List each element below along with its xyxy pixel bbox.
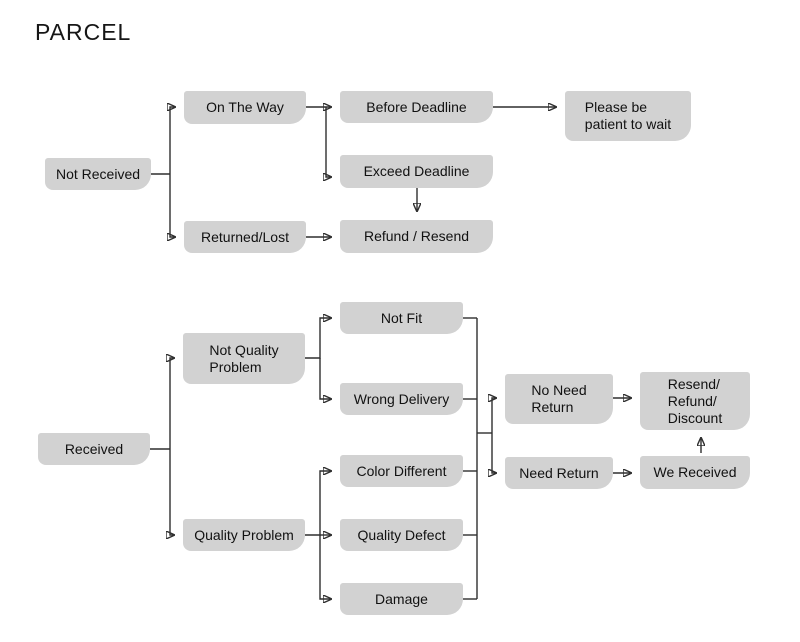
edge-rail-no-need-return <box>492 398 496 433</box>
edge-nqp-not-fit <box>305 318 331 359</box>
node-need-return-label: Need Return <box>519 464 599 481</box>
node-on-the-way-label: On The Way <box>206 99 284 115</box>
node-refund-resend-label: Refund / Resend <box>363 228 470 244</box>
node-damage-label: Damage <box>375 590 428 607</box>
edge-not-received-on-the-way <box>170 107 175 174</box>
node-received-label: Received <box>64 440 124 457</box>
node-color-different-label: Color Different <box>356 462 447 479</box>
edge-qp-color-different <box>305 471 331 536</box>
edge-qp-damage <box>319 535 331 599</box>
node-damage: Damage <box>340 583 463 615</box>
node-refund-resend: Refund / Resend <box>340 220 493 253</box>
node-on-the-way: On The Way <box>184 91 306 124</box>
node-not-fit: Not Fit <box>340 302 463 334</box>
node-please-wait: Please be patient to wait <box>565 91 691 141</box>
node-not-quality-problem: Not Quality Problem <box>183 333 305 384</box>
node-before-deadline-label: Before Deadline <box>366 98 467 115</box>
node-color-different: Color Different <box>340 455 463 487</box>
node-received: Received <box>38 433 150 465</box>
node-resend-refund-discount-label: Resend/ Refund/ Discount <box>667 375 723 426</box>
node-not-received: Not Received <box>45 158 151 190</box>
node-exceed-deadline: Exceed Deadline <box>340 155 493 188</box>
node-no-need-return: No Need Return <box>505 374 613 424</box>
edge-received-quality-problem <box>170 449 174 535</box>
node-returned-lost-label: Returned/Lost <box>201 228 289 245</box>
node-exceed-deadline-label: Exceed Deadline <box>363 163 470 179</box>
page-title: PARCEL <box>35 19 132 45</box>
node-quality-problem-label: Quality Problem <box>194 526 294 543</box>
edge-rail-need-return <box>492 433 496 473</box>
node-quality-defect-label: Quality Defect <box>357 526 446 543</box>
node-we-received: We Received <box>640 456 750 489</box>
node-resend-refund-discount: Resend/ Refund/ Discount <box>640 372 750 430</box>
node-wrong-delivery: Wrong Delivery <box>340 383 463 415</box>
edge-received-not-quality-problem <box>170 358 174 449</box>
node-not-received-label: Not Received <box>55 165 141 182</box>
node-please-wait-label: Please be patient to wait <box>584 99 672 132</box>
node-wrong-delivery-label: Wrong Delivery <box>353 390 450 407</box>
node-not-quality-problem-label: Not Quality Problem <box>209 341 279 375</box>
node-not-fit-label: Not Fit <box>380 309 423 326</box>
edge-on-the-way-exceed-deadline <box>326 107 331 177</box>
edge-nqp-wrong-delivery <box>319 358 331 399</box>
node-we-received-label: We Received <box>653 464 737 480</box>
node-returned-lost: Returned/Lost <box>184 221 306 253</box>
node-quality-problem: Quality Problem <box>183 519 305 551</box>
node-no-need-return-label: No Need Return <box>531 382 587 415</box>
node-need-return: Need Return <box>505 457 613 489</box>
node-quality-defect: Quality Defect <box>340 519 463 551</box>
node-before-deadline: Before Deadline <box>340 91 493 123</box>
edge-not-received-returned-lost <box>170 174 175 237</box>
